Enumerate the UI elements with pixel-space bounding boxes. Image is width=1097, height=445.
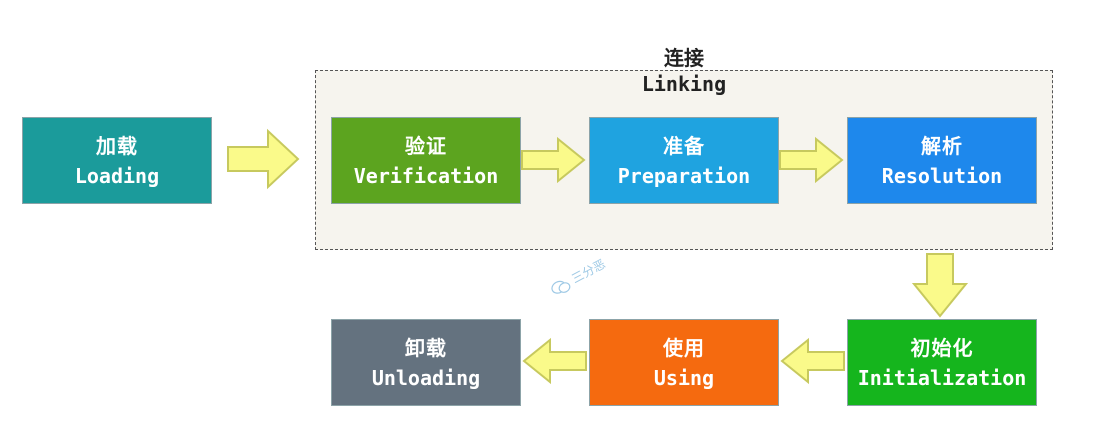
resolution-label-en: Resolution <box>881 163 1003 188</box>
using-label-en: Using <box>653 365 715 390</box>
using-label-zh: 使用 <box>663 335 705 360</box>
initialization-label-en: Initialization <box>857 365 1027 390</box>
arrow-right-icon <box>521 136 586 184</box>
linking-title-en: Linking <box>641 72 727 96</box>
resolution-label-zh: 解析 <box>921 133 963 158</box>
loading-label-zh: 加载 <box>96 133 138 158</box>
watermark-text: 三分恶 <box>569 256 608 287</box>
verification-label-zh: 验证 <box>405 133 447 158</box>
linking-title-zh: 连接 <box>664 46 704 70</box>
loading-box: 加载 Loading <box>22 117 212 204</box>
initialization-label-zh: 初始化 <box>910 335 974 360</box>
unloading-label-zh: 卸载 <box>405 335 447 360</box>
arrow-right-icon <box>779 136 844 184</box>
arrow-left-icon <box>780 337 845 385</box>
unloading-label-en: Unloading <box>371 365 481 390</box>
initialization-box: 初始化 Initialization <box>847 319 1037 406</box>
verification-label-en: Verification <box>353 163 499 188</box>
arrow-left-icon <box>522 337 587 385</box>
loading-label-en: Loading <box>74 163 160 188</box>
arrow-right-icon <box>227 128 300 190</box>
preparation-label-zh: 准备 <box>663 133 705 158</box>
wechat-icon <box>551 280 571 294</box>
using-box: 使用 Using <box>589 319 779 406</box>
watermark: 三分恶 <box>547 255 608 299</box>
resolution-box: 解析 Resolution <box>847 117 1037 204</box>
unloading-box: 卸载 Unloading <box>331 319 521 406</box>
preparation-label-en: Preparation <box>617 163 751 188</box>
arrow-down-icon <box>911 253 969 318</box>
verification-box: 验证 Verification <box>331 117 521 204</box>
preparation-box: 准备 Preparation <box>589 117 779 204</box>
